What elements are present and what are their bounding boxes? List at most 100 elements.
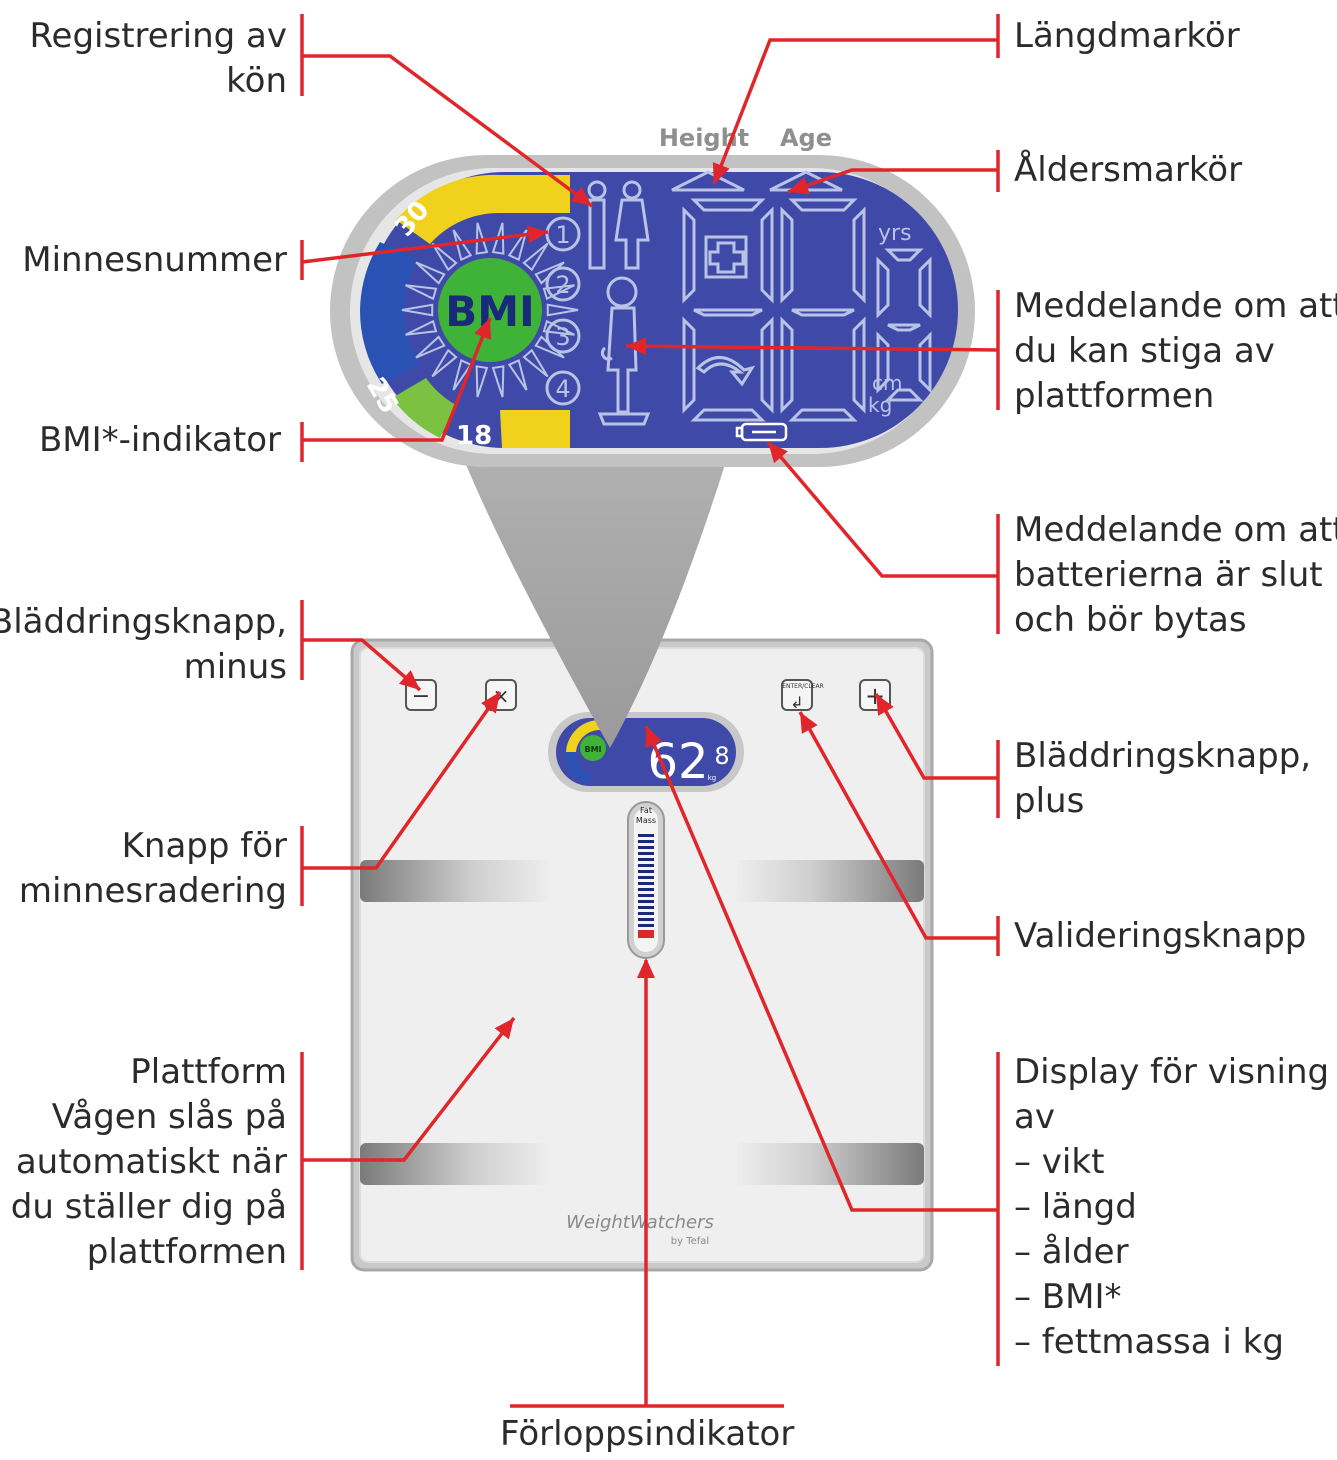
arrowhead	[768, 442, 788, 464]
arrowhead	[637, 958, 655, 978]
digit-segment	[682, 206, 696, 304]
sunburst-petal	[475, 222, 489, 255]
sunburst-petal	[542, 284, 575, 301]
sunburst-petal	[507, 229, 528, 262]
unit-yrs-text: yrs	[878, 221, 912, 246]
electrode-bottom-left	[360, 1143, 550, 1185]
arrowhead	[712, 162, 730, 184]
enter-icon: ↲	[790, 693, 803, 712]
lcd-digit	[876, 248, 932, 402]
callout-line	[301, 230, 549, 264]
digit-segment	[852, 316, 866, 414]
arrowhead	[876, 694, 894, 716]
arrowhead	[788, 176, 810, 195]
digit-segment	[682, 316, 696, 414]
lcd-zoom: 30 25 18 BMI 1 2 3 4	[330, 155, 975, 467]
bmi-sunburst	[401, 222, 579, 398]
sunburst-petal	[452, 358, 473, 391]
arrowhead	[494, 1018, 514, 1040]
arrowhead	[645, 726, 663, 748]
unit-cm-text: cm	[872, 371, 902, 395]
callout-line	[302, 1016, 516, 1162]
fat-stripes	[638, 834, 654, 927]
digit-segment	[876, 256, 890, 319]
label-memory-erase: Knapp för minnesradering	[18, 826, 287, 911]
digit-segment	[918, 256, 932, 319]
digit-segment	[887, 323, 921, 332]
age-caption: Age	[780, 124, 832, 152]
band-green	[392, 378, 456, 438]
digit-segment	[884, 248, 924, 262]
digit-segment	[788, 408, 858, 422]
digit-segment	[780, 206, 794, 304]
enter-clear-text: ENTER/CLEAR	[782, 683, 824, 690]
fat-stripe	[638, 876, 654, 879]
arrowhead	[398, 670, 420, 690]
lcd-plus-icon	[704, 235, 748, 279]
fat-stripe	[638, 858, 654, 861]
fat-stripe	[638, 852, 654, 855]
scale-enter-button[interactable]: ENTER/CLEAR ↲	[781, 679, 824, 712]
bmi-circle	[438, 258, 542, 362]
arrowhead	[527, 225, 548, 244]
digit-segment	[852, 206, 866, 304]
fat-stripe	[638, 906, 654, 909]
sunburst-petal	[431, 242, 458, 272]
fat-mass-indicator: Fat Mass	[627, 801, 665, 959]
memory-slot-2: 2	[555, 271, 570, 299]
sunburst-petal	[475, 365, 489, 398]
electrode-bottom-right	[735, 1143, 924, 1185]
callout-line	[302, 54, 594, 208]
sunburst-petal	[542, 319, 575, 336]
label-validation-button: Valideringsknapp	[1014, 916, 1307, 956]
step-off-person-icon	[597, 276, 651, 426]
memory-slot-1: 1	[555, 221, 570, 249]
sunburst-petal	[415, 335, 446, 359]
fat-stripe	[638, 840, 654, 843]
callout-line	[302, 317, 492, 442]
unit-kg-text: kg	[868, 393, 892, 417]
band-yellow-top	[396, 174, 570, 244]
callout-line	[874, 693, 998, 780]
lcd-digit-segments	[682, 198, 932, 422]
band-blue	[359, 242, 420, 384]
arrowhead	[626, 337, 647, 356]
sunburst-petal	[401, 303, 434, 317]
sunburst-petal	[522, 242, 549, 272]
fat-stripe	[638, 924, 654, 927]
callout-arrowheads	[398, 162, 894, 1040]
gender-icons	[587, 180, 650, 270]
digit-segment	[780, 316, 794, 414]
brand-sub-text: by Tefal	[671, 1236, 709, 1247]
label-platform: Plattform Vågen slås på automatiskt när …	[10, 1052, 287, 1272]
battery-icon	[735, 422, 788, 442]
small-display-decimal: 8	[714, 742, 729, 770]
scale-small-display: BMI 62 8 kg	[548, 712, 744, 792]
callout-line	[766, 440, 998, 578]
fat-stripe	[638, 834, 654, 837]
fat-stripe	[638, 882, 654, 885]
label-age-marker: Åldersmarkör	[1014, 150, 1243, 190]
small-display-unit: kg	[708, 774, 717, 782]
digit-segment	[693, 308, 763, 317]
sunburst-petal	[546, 303, 579, 317]
callout-line	[712, 38, 998, 185]
sunburst-petal	[405, 284, 438, 301]
minus-icon: −	[412, 684, 430, 709]
height-marker-icon	[671, 170, 745, 192]
sunburst-petal	[491, 365, 505, 398]
scale-18-text: 18	[456, 421, 492, 451]
digit-segment	[884, 388, 924, 402]
arrowhead	[474, 318, 492, 340]
fat-stripe	[638, 864, 654, 867]
digit-segment	[918, 331, 932, 394]
sunburst-petal	[507, 358, 528, 391]
band-yellow-bottom	[500, 410, 570, 448]
memory-slot-4: 4	[555, 375, 570, 403]
label-scroll-plus: Bläddringsknapp, plus	[1014, 736, 1312, 821]
arrowhead	[800, 712, 818, 734]
callout-line	[302, 690, 502, 870]
label-memory-number: Minnesnummer	[22, 240, 287, 280]
fat-stripe	[638, 918, 654, 921]
